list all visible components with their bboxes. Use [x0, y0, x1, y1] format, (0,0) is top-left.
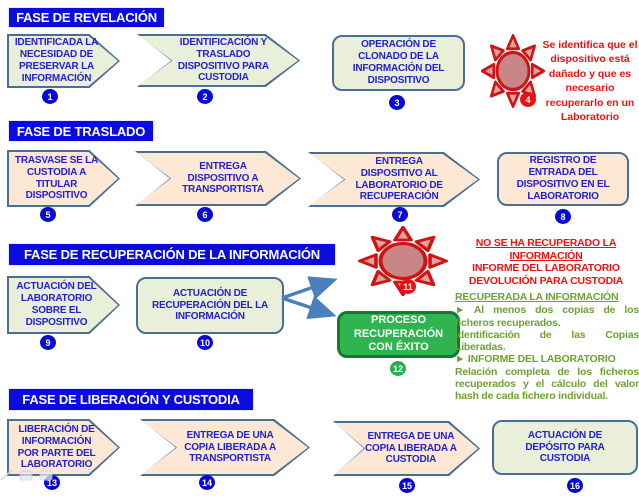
step-12-success-box: PROCESO RECUPERACIÓN CON ÉXITO [337, 311, 460, 358]
step-9-label: ACTUACIÓN DEL LABORATORIO SOBRE EL DISPO… [16, 281, 97, 328]
step-16-label: ACTUACIÓN DE DEPÓSITO PARA CUSTODIA [525, 429, 605, 465]
recovered-item-relacion: Relación completa de los ficheros recupe… [455, 365, 639, 403]
step-4-badge: 4 [520, 92, 536, 107]
step-1-label: IDENTIFICADA LA NECESIDAD DE PRESERVAR L… [14, 37, 99, 84]
not-recovered-line2: INFORME DEL LABORATORIO [472, 262, 620, 275]
step-2-shape: IDENTIFICACIÓN Y TRASLADO DISPOSITIVO PA… [137, 34, 300, 87]
step-16-shape: ACTUACIÓN DE DEPÓSITO PARA CUSTODIA [492, 420, 638, 475]
step-8-shape: REGISTRO DE ENTRADA DEL DISPOSITIVO EN E… [497, 152, 629, 206]
step-13-shape: LIBERACIÓN DE INFORMACIÓN POR PARTE DEL … [7, 419, 120, 476]
step-11-badge: 11 [400, 279, 416, 294]
step-1-shape: IDENTIFICADA LA NECESIDAD DE PRESERVAR L… [7, 34, 120, 88]
step-12-badge: 12 [390, 361, 406, 376]
step-8-badge: 8 [555, 209, 571, 224]
step-16-badge: 16 [567, 478, 583, 493]
not-recovered-heading: NO SE HA RECUPERADO LA INFORMACIÓN [475, 237, 617, 262]
step-5-label: TRASVASE SE LA CUSTODIA A TITULAR DISPOS… [14, 154, 99, 202]
step-6-label: ENTREGA DISPOSITIVO A TRANSPORTISTA [182, 160, 264, 196]
recovered-item-informe: ► INFORME DEL LABORATORIO [455, 353, 616, 366]
recovered-item-identificacion: Identificación de las Copias Liberadas. [455, 328, 639, 354]
recovered-note: RECUPERADA LA INFORMACIÓN ► Al menos dos… [455, 291, 639, 403]
step-1-badge: 1 [42, 89, 58, 104]
step-3-label: OPERACIÓN DE CLONADO DE LA INFORMACIÓN D… [352, 39, 445, 86]
damaged-device-note: Se identifica que el dispositivo está da… [542, 39, 638, 124]
step-14-shape: ENTREGA DE UNA COPIA LIBERADA A TRANSPOR… [140, 419, 310, 476]
phase-header-traslado: FASE DE TRASLADO [8, 120, 154, 142]
step-7-shape: ENTREGA DISPOSITIVO AL LABORATORIO DE RE… [308, 152, 480, 207]
phase-header-revelacion: FASE DE REVELACIÓN [8, 7, 165, 28]
phase-header-liberacion: FASE DE LIBERACIÓN Y CUSTODIA [8, 388, 254, 411]
step-7-badge: 7 [392, 207, 408, 222]
step-9-shape: ACTUACIÓN DEL LABORATORIO SOBRE EL DISPO… [7, 276, 120, 334]
step-14-badge: 14 [199, 475, 215, 490]
not-recovered-line3: DEVOLUCIÓN PARA CUSTODIA [468, 274, 624, 287]
step-5-badge: 5 [40, 207, 56, 222]
step-15-shape: ENTREGA DE UNA COPIA LIBERADA A CUSTODIA [333, 421, 480, 476]
step-3-shape: OPERACIÓN DE CLONADO DE LA INFORMACIÓN D… [332, 35, 465, 91]
phase-header-recuperacion: FASE DE RECUPERACIÓN DE LA INFORMACIÓN [8, 243, 336, 266]
step-10-label: ACTUACIÓN DE RECUPERACIÓN DEL LA INFORMA… [151, 287, 269, 323]
step-7-label: ENTREGA DISPOSITIVO AL LABORATORIO DE RE… [355, 155, 443, 203]
step-6-badge: 6 [197, 207, 213, 222]
branch-arrows-connector [281, 276, 338, 319]
recovered-item-copies: ► Al menos dos copias de los ficheros re… [455, 304, 639, 329]
step-14-label: ENTREGA DE UNA COPIA LIBERADA A TRANSPOR… [184, 429, 276, 465]
step-9-badge: 9 [40, 335, 56, 350]
not-recovered-note: NO SE HA RECUPERADO LA INFORMACIÓN INFOR… [455, 237, 637, 287]
step-15-label: ENTREGA DE UNA COPIA LIBERADA A CUSTODIA [365, 430, 457, 466]
damaged-device-starburst-icon [481, 34, 545, 108]
recovered-heading: RECUPERADA LA INFORMACIÓN [455, 291, 619, 303]
step-6-shape: ENTREGA DISPOSITIVO A TRANSPORTISTA [135, 151, 301, 206]
step-2-badge: 2 [197, 89, 213, 104]
watermark-artifact-icons [0, 469, 53, 481]
step-15-badge: 15 [399, 478, 415, 493]
step-5-shape: TRASVASE SE LA CUSTODIA A TITULAR DISPOS… [7, 150, 120, 207]
step-2-label: IDENTIFICACIÓN Y TRASLADO DISPOSITIVO PA… [177, 36, 269, 84]
step-10-badge: 10 [197, 335, 213, 350]
step-13-label: LIBERACIÓN DE INFORMACIÓN POR PARTE DEL … [17, 423, 96, 471]
step-10-shape: ACTUACIÓN DE RECUPERACIÓN DEL LA INFORMA… [136, 277, 284, 334]
step-3-badge: 3 [389, 95, 405, 110]
step-8-label: REGISTRO DE ENTRADA DEL DISPOSITIVO EN E… [516, 155, 610, 202]
